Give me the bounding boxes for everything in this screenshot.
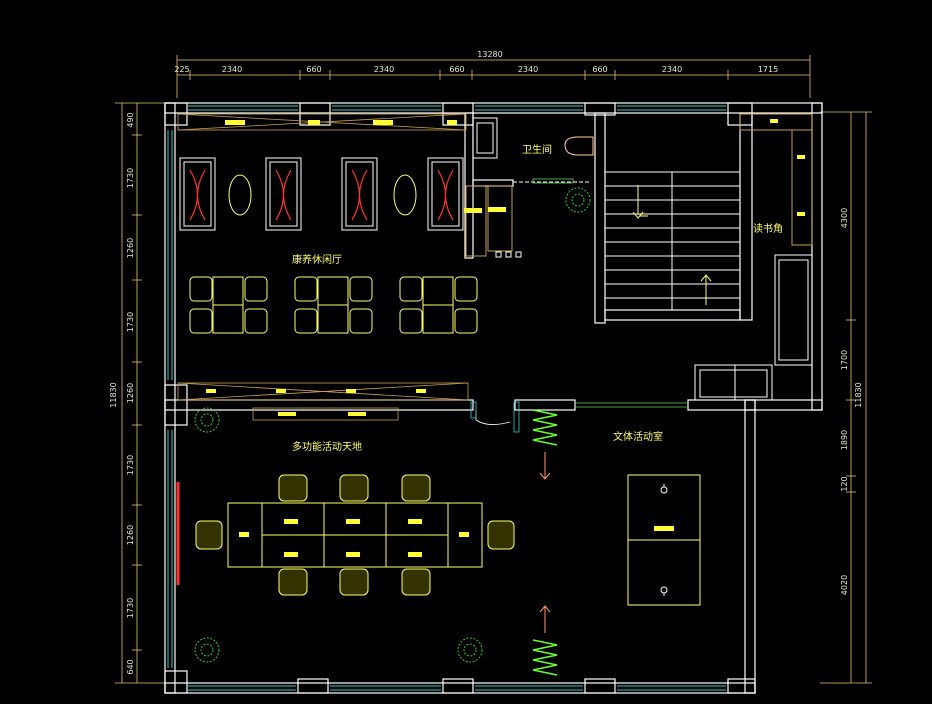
room-label-lounge: 康养休闲厅 <box>292 253 342 266</box>
windows <box>167 105 726 691</box>
dim-left-6: 1730 <box>126 455 135 475</box>
staircase <box>604 171 741 311</box>
reading-corner-furniture <box>694 113 813 401</box>
top-dimension-chain <box>176 55 811 98</box>
dim-right-3: 1890 <box>840 430 849 450</box>
dining-chairs <box>195 474 515 596</box>
dim-left-total: 11830 <box>109 382 118 407</box>
dim-top-4: 2340 <box>374 65 394 74</box>
dim-right-1: 4300 <box>840 208 849 228</box>
exterior-walls <box>164 102 823 694</box>
stair-arrows <box>632 185 712 305</box>
mid-cabinet-lights <box>206 389 426 416</box>
dim-left-8: 1730 <box>126 598 135 618</box>
mid-cabinets <box>177 382 469 421</box>
right-dimension-chain <box>820 111 872 684</box>
bathroom-fixtures <box>465 117 594 258</box>
dim-top-9: 1715 <box>758 65 778 74</box>
dim-left-7: 1260 <box>126 525 135 545</box>
ping-pong-table <box>627 474 701 606</box>
dim-right-5: 4020 <box>840 575 849 595</box>
dim-top-7: 660 <box>592 65 607 74</box>
room-label-reading: 读书角 <box>753 222 783 235</box>
dim-left-5: 1260 <box>126 383 135 403</box>
stretch-equipment <box>532 409 558 676</box>
dim-top-6: 2340 <box>518 65 538 74</box>
dim-right-2: 1700 <box>840 350 849 370</box>
dim-top-3: 660 <box>306 65 321 74</box>
bathroom-lights <box>464 207 506 213</box>
bathroom-door-panel <box>532 178 574 184</box>
table-lights <box>239 519 469 557</box>
reading-corner-lights <box>770 119 805 216</box>
room-label-activity: 多功能活动天地 <box>292 440 362 453</box>
dim-top-total: 13280 <box>477 50 502 59</box>
dim-left-1: 490 <box>126 112 135 127</box>
dim-left-9: 640 <box>126 659 135 674</box>
dim-right-total: 11830 <box>854 382 863 407</box>
left-dimension-chain <box>115 102 165 684</box>
dim-left-4: 1730 <box>126 312 135 332</box>
dim-right-4: 120 <box>840 476 849 491</box>
lounge-dining-sets <box>189 276 478 334</box>
armchair-cushion-pattern <box>189 169 454 221</box>
direction-arrows <box>539 452 551 633</box>
top-cabinets <box>177 113 467 131</box>
room-label-bathroom: 卫生间 <box>522 143 552 156</box>
dim-left-3: 1260 <box>126 238 135 258</box>
doors <box>470 401 688 433</box>
dim-top-5: 660 <box>449 65 464 74</box>
oval-coffee-tables <box>228 174 417 216</box>
dim-top-1: 225 <box>174 65 189 74</box>
long-dining-table <box>227 502 483 568</box>
cabinet-lights <box>225 120 457 125</box>
dim-top-2: 2340 <box>222 65 242 74</box>
room-label-sports: 文体活动室 <box>613 430 663 443</box>
lounge-armchairs <box>179 157 464 231</box>
dim-left-2: 1730 <box>126 168 135 188</box>
ping-pong-net-light <box>654 526 674 531</box>
dim-top-8: 2340 <box>662 65 682 74</box>
plants <box>194 187 591 663</box>
